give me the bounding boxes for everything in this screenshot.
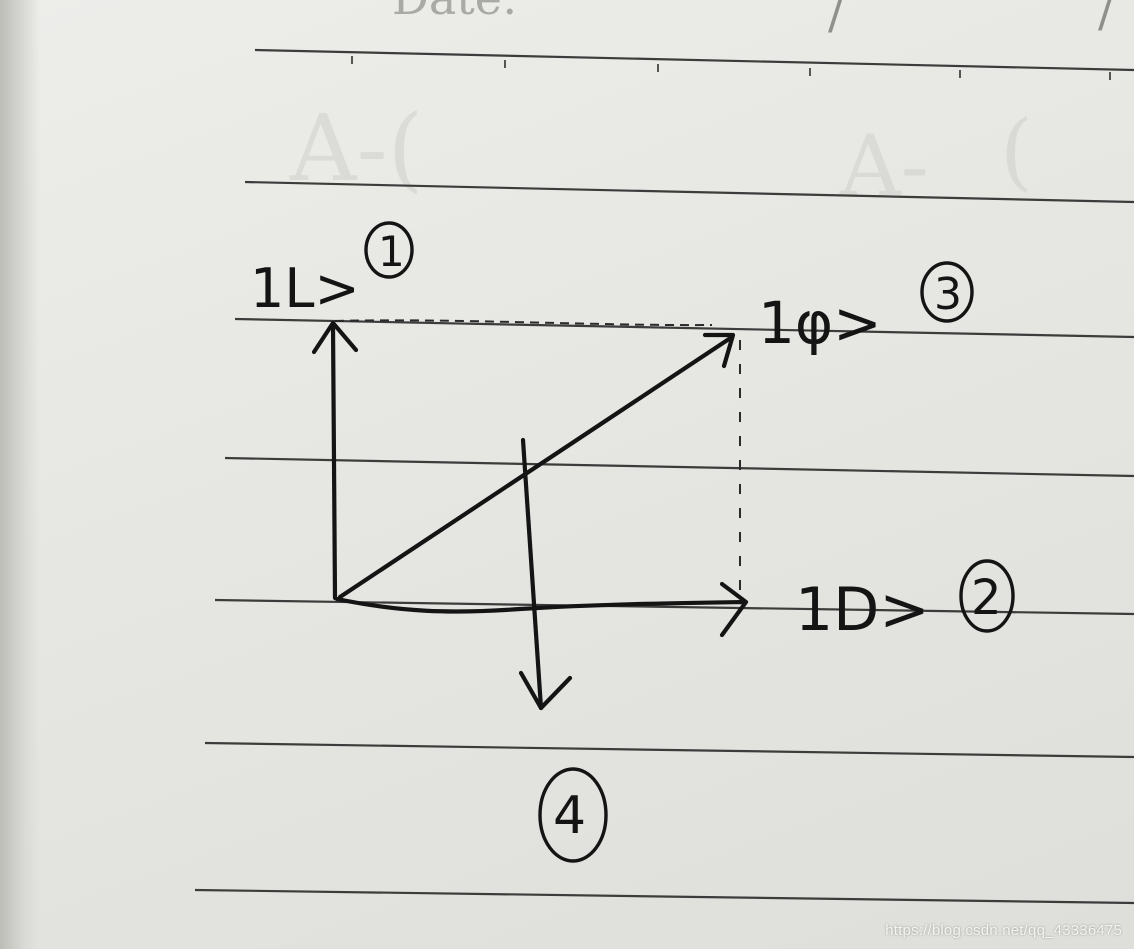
- arrowhead-D: [719, 581, 749, 638]
- watermark-url: https://blog.csdn.net/qq_43336475: [885, 922, 1122, 939]
- show-through-glyph: A-: [839, 117, 929, 215]
- arrowhead-phi: [702, 332, 736, 369]
- rule-line: [214, 598, 1134, 616]
- date-label: Date:: [392, 0, 518, 25]
- rule-line: [224, 456, 1134, 478]
- date-slash: /: [828, 0, 845, 40]
- projection-guides: [334, 319, 741, 590]
- arrowhead-4: [518, 670, 573, 711]
- rule-line: [254, 48, 1134, 72]
- label-phi: 1φ>: [758, 289, 882, 357]
- dashed-guide-horizontal: [334, 319, 713, 327]
- circled-markers: 1 3 2 4: [364, 221, 1015, 863]
- marker-1-number: 1: [378, 227, 405, 276]
- vectors: [311, 320, 749, 711]
- marker-4-number: 4: [553, 786, 586, 846]
- vector-D: [334, 596, 748, 614]
- vector-labels: 1L> 1φ> 1D>: [250, 257, 930, 645]
- marker-2: 2: [959, 559, 1015, 633]
- marker-4: 4: [538, 767, 608, 863]
- label-L: 1L>: [250, 257, 360, 320]
- rule-line: [194, 888, 1134, 905]
- vector-L: [330, 322, 338, 601]
- marker-1: 1: [364, 221, 414, 279]
- marker-3-number: 3: [934, 269, 962, 320]
- vector-4: [520, 437, 544, 711]
- ruled-lines: [194, 48, 1134, 905]
- show-through-glyph: (: [1000, 102, 1033, 200]
- date-header: Date: / /: [392, 0, 1115, 40]
- rule-line: [204, 741, 1134, 759]
- rule-line: [234, 317, 1134, 339]
- arrowhead-L: [311, 320, 359, 355]
- label-D: 1D>: [795, 575, 930, 645]
- vector-phi: [337, 334, 735, 600]
- marker-3: 3: [920, 261, 974, 323]
- date-slash: /: [1098, 0, 1115, 38]
- rule-line: [244, 180, 1134, 204]
- rule-ticks: [351, 56, 1111, 80]
- marker-2-number: 2: [971, 570, 1002, 626]
